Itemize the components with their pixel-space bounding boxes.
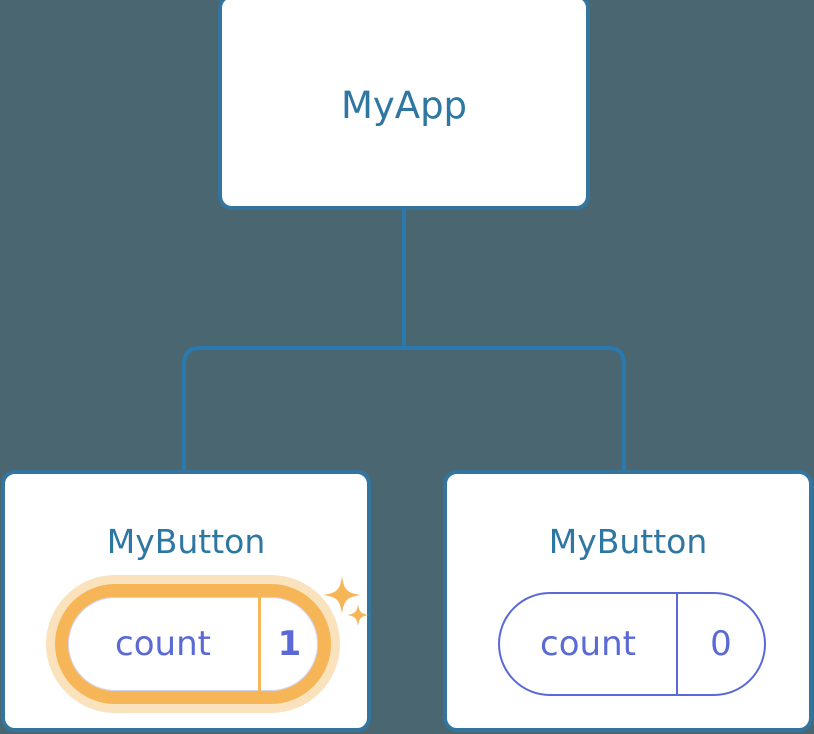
component-title: MyApp (340, 84, 468, 127)
component-card-mybutton-1[interactable]: MyButton count 0 (443, 470, 813, 732)
component-card-mybutton-0[interactable]: MyButton count 1 (1, 470, 371, 732)
badge-inner: count 1 (68, 597, 318, 691)
state-badge-highlighted[interactable]: count 1 (46, 575, 340, 713)
component-title: MyButton (106, 522, 266, 561)
sparkle-icon (347, 604, 369, 626)
state-value: 0 (676, 594, 764, 694)
state-value: 1 (258, 597, 318, 691)
state-key: count (115, 624, 211, 664)
state-key: count (540, 624, 636, 664)
state-badge[interactable]: count 0 (498, 592, 766, 696)
component-title: MyButton (548, 522, 708, 561)
connector-branch-left (182, 346, 404, 472)
component-card-myapp[interactable]: MyApp (218, 0, 590, 210)
connector-branch-right (404, 346, 626, 472)
